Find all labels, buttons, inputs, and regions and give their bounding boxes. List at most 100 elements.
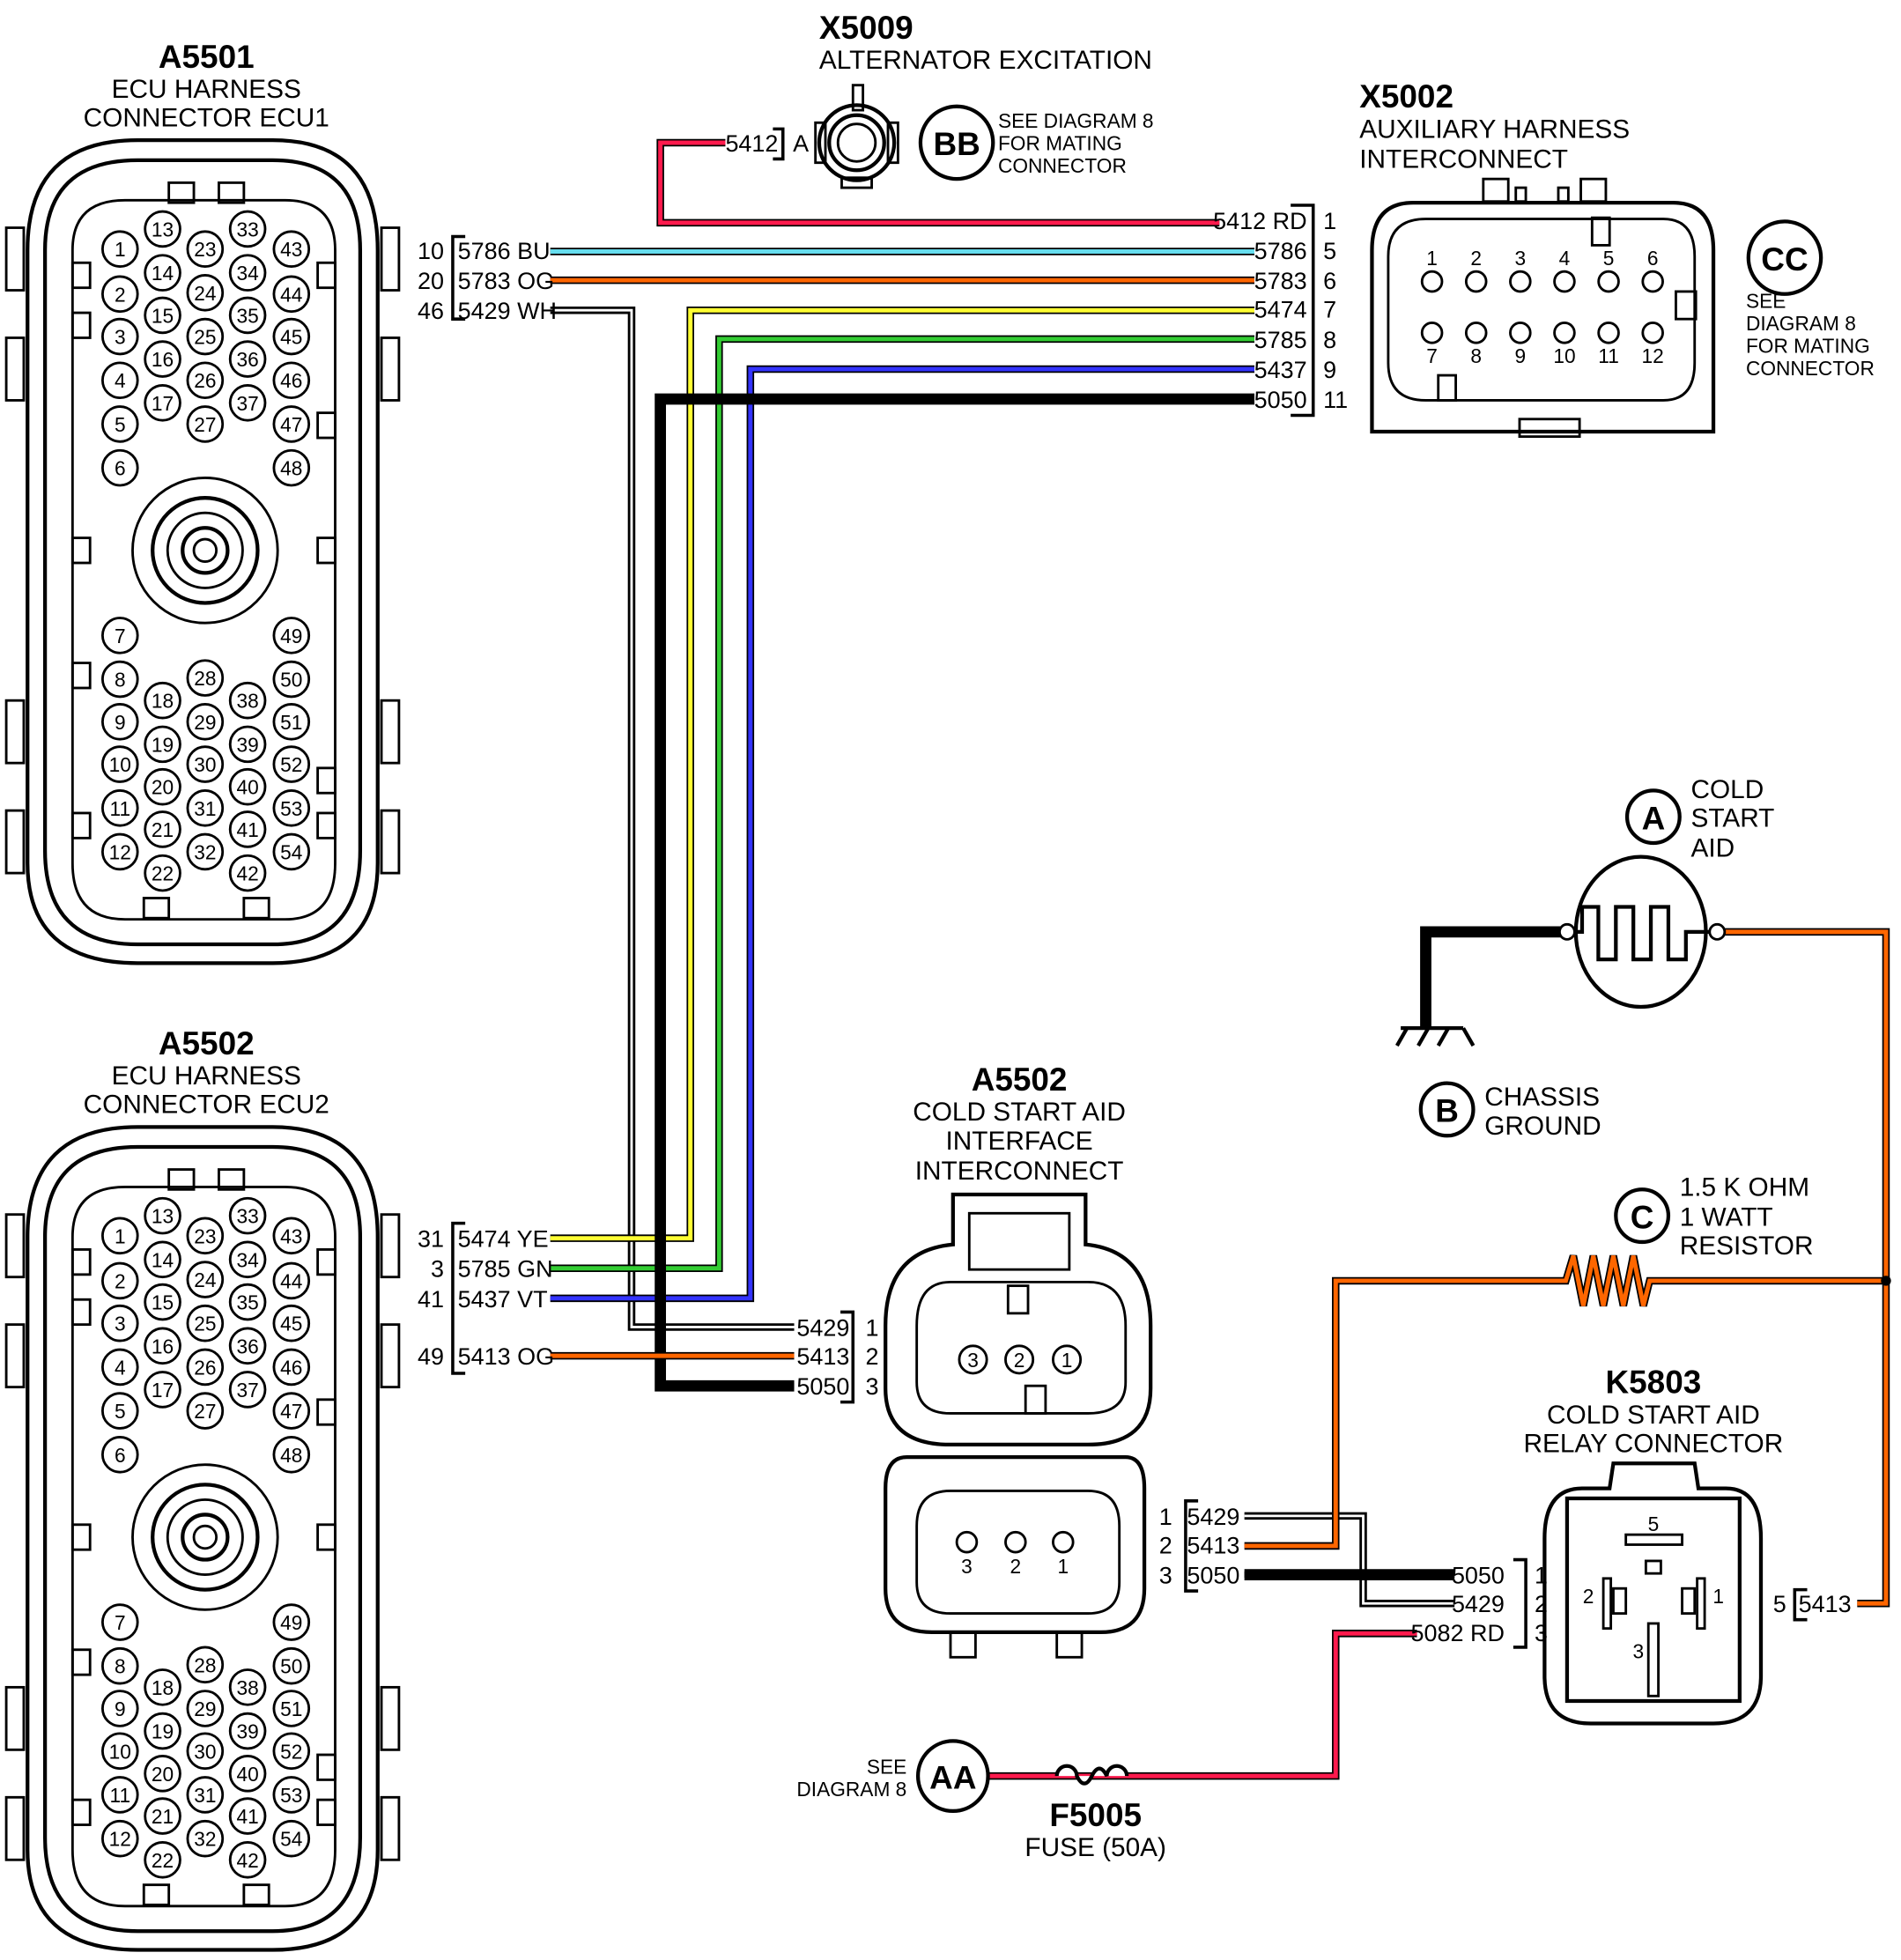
note: FOR MATING [998, 132, 1122, 155]
pin-label: 5 [1773, 1591, 1786, 1617]
pin [144, 1283, 181, 1321]
pin [228, 1196, 267, 1235]
pin [1553, 270, 1576, 293]
pin-label: 1 [1323, 208, 1336, 234]
pin [228, 725, 267, 764]
pin [100, 1392, 139, 1430]
note: DIAGRAM 8 [1746, 312, 1856, 335]
pin-number: 51 [280, 711, 302, 734]
pin-number: 19 [152, 1720, 174, 1743]
pin-label: 8 [1323, 327, 1336, 353]
pin [186, 1261, 225, 1298]
pin-number: 16 [152, 348, 174, 371]
pin [186, 1348, 225, 1387]
note: SEE [867, 1755, 906, 1778]
pin [100, 1261, 139, 1300]
pin [100, 1217, 139, 1255]
pin [228, 1797, 267, 1835]
pin-number: 34 [236, 1248, 258, 1271]
pin [1509, 322, 1532, 344]
pin-label: 31 [418, 1226, 444, 1253]
interface-connector: A5502 COLD START AID INTERFACE INTERCONN… [840, 1061, 1199, 1659]
pin-number: 9 [115, 1697, 126, 1720]
pin-label: 3 [865, 1373, 878, 1400]
pin-number: 11 [110, 797, 131, 820]
ecu2-line1: ECU HARNESS [112, 1061, 301, 1091]
label: 1.5 K OHM [1680, 1172, 1809, 1202]
pin [1553, 322, 1576, 344]
wire-label: 5413 [1799, 1591, 1852, 1617]
pin-number: 16 [152, 1335, 174, 1357]
pin [272, 275, 311, 314]
resistor: C 1.5 K OHM 1 WATT RESISTOR [1614, 1172, 1813, 1261]
pin-number: 11 [1598, 344, 1619, 367]
pin [144, 254, 181, 292]
pin [100, 1732, 139, 1771]
pin [186, 1819, 225, 1858]
pin-number: 12 [1642, 344, 1664, 367]
pin [100, 660, 139, 699]
pin-number: 3 [115, 1313, 126, 1335]
pin-label: 1 [1712, 1585, 1724, 1608]
pin-label: 3 [431, 1256, 444, 1283]
pin [228, 340, 267, 378]
pin [272, 1217, 311, 1255]
pin [186, 1732, 225, 1771]
pin-number: 12 [109, 1828, 131, 1851]
pin-number: 32 [194, 840, 216, 863]
label: AID [1690, 834, 1735, 863]
wire-label: 5783 OG [458, 268, 554, 294]
pin [144, 810, 181, 848]
pin-number: 35 [236, 304, 258, 327]
label: START [1690, 804, 1774, 833]
pin [272, 317, 311, 356]
pin-number: 45 [280, 1313, 302, 1335]
pin-number: 5 [1603, 247, 1615, 270]
pin [144, 1196, 181, 1235]
pin-number: 44 [280, 1269, 302, 1292]
pin [228, 1283, 267, 1321]
pin [100, 832, 139, 871]
pin [1509, 270, 1532, 293]
pin [272, 1348, 311, 1387]
interface-id: A5502 [972, 1061, 1068, 1098]
interface-line1: COLD START AID [913, 1098, 1126, 1127]
pin-number: 7 [1426, 344, 1438, 367]
pin-number: 27 [194, 1400, 216, 1423]
pin-number: 28 [194, 1653, 216, 1676]
pin-number: 15 [152, 304, 174, 327]
pin [144, 1240, 181, 1279]
pin-number: 21 [152, 818, 174, 841]
pin [228, 854, 267, 892]
pin [1641, 270, 1664, 293]
wire-5437 [550, 365, 1254, 1303]
pin-number: 22 [152, 862, 174, 885]
pin-number: 39 [236, 733, 258, 756]
interface-line3: INTERCONNECT [915, 1157, 1124, 1186]
wire-5474 [550, 306, 1254, 1242]
pin [272, 617, 311, 655]
wire-label: 5412 RD [1213, 208, 1306, 234]
ref-bb: BB [933, 126, 980, 162]
pin-label: 9 [1323, 357, 1336, 383]
pin-number: 34 [236, 262, 258, 285]
pin-label: 10 [418, 238, 444, 264]
pin-number: 20 [152, 1763, 174, 1786]
ecu1-line2: CONNECTOR ECU1 [84, 104, 329, 133]
relay-id: K5803 [1606, 1365, 1702, 1401]
pin [144, 1712, 181, 1750]
pin-label: 2 [865, 1343, 878, 1370]
wire-label: 5082 RD [1410, 1620, 1504, 1646]
pin-number: 1 [115, 238, 126, 261]
wires [550, 138, 1891, 1780]
pin-number: 54 [280, 840, 302, 863]
ecu-connectors: 1234561314151617232425262733343536374344… [4, 138, 401, 1952]
pin [1420, 270, 1444, 293]
x5002-connector: X5002 AUXILIARY HARNESS INTERCONNECT 172… [1291, 78, 1875, 439]
wire-ground [1420, 926, 1567, 1029]
pin [144, 1327, 181, 1365]
pin-number: 36 [236, 348, 258, 371]
pin [100, 230, 139, 268]
pin [272, 1776, 311, 1814]
pin-number: 41 [236, 1805, 258, 1828]
